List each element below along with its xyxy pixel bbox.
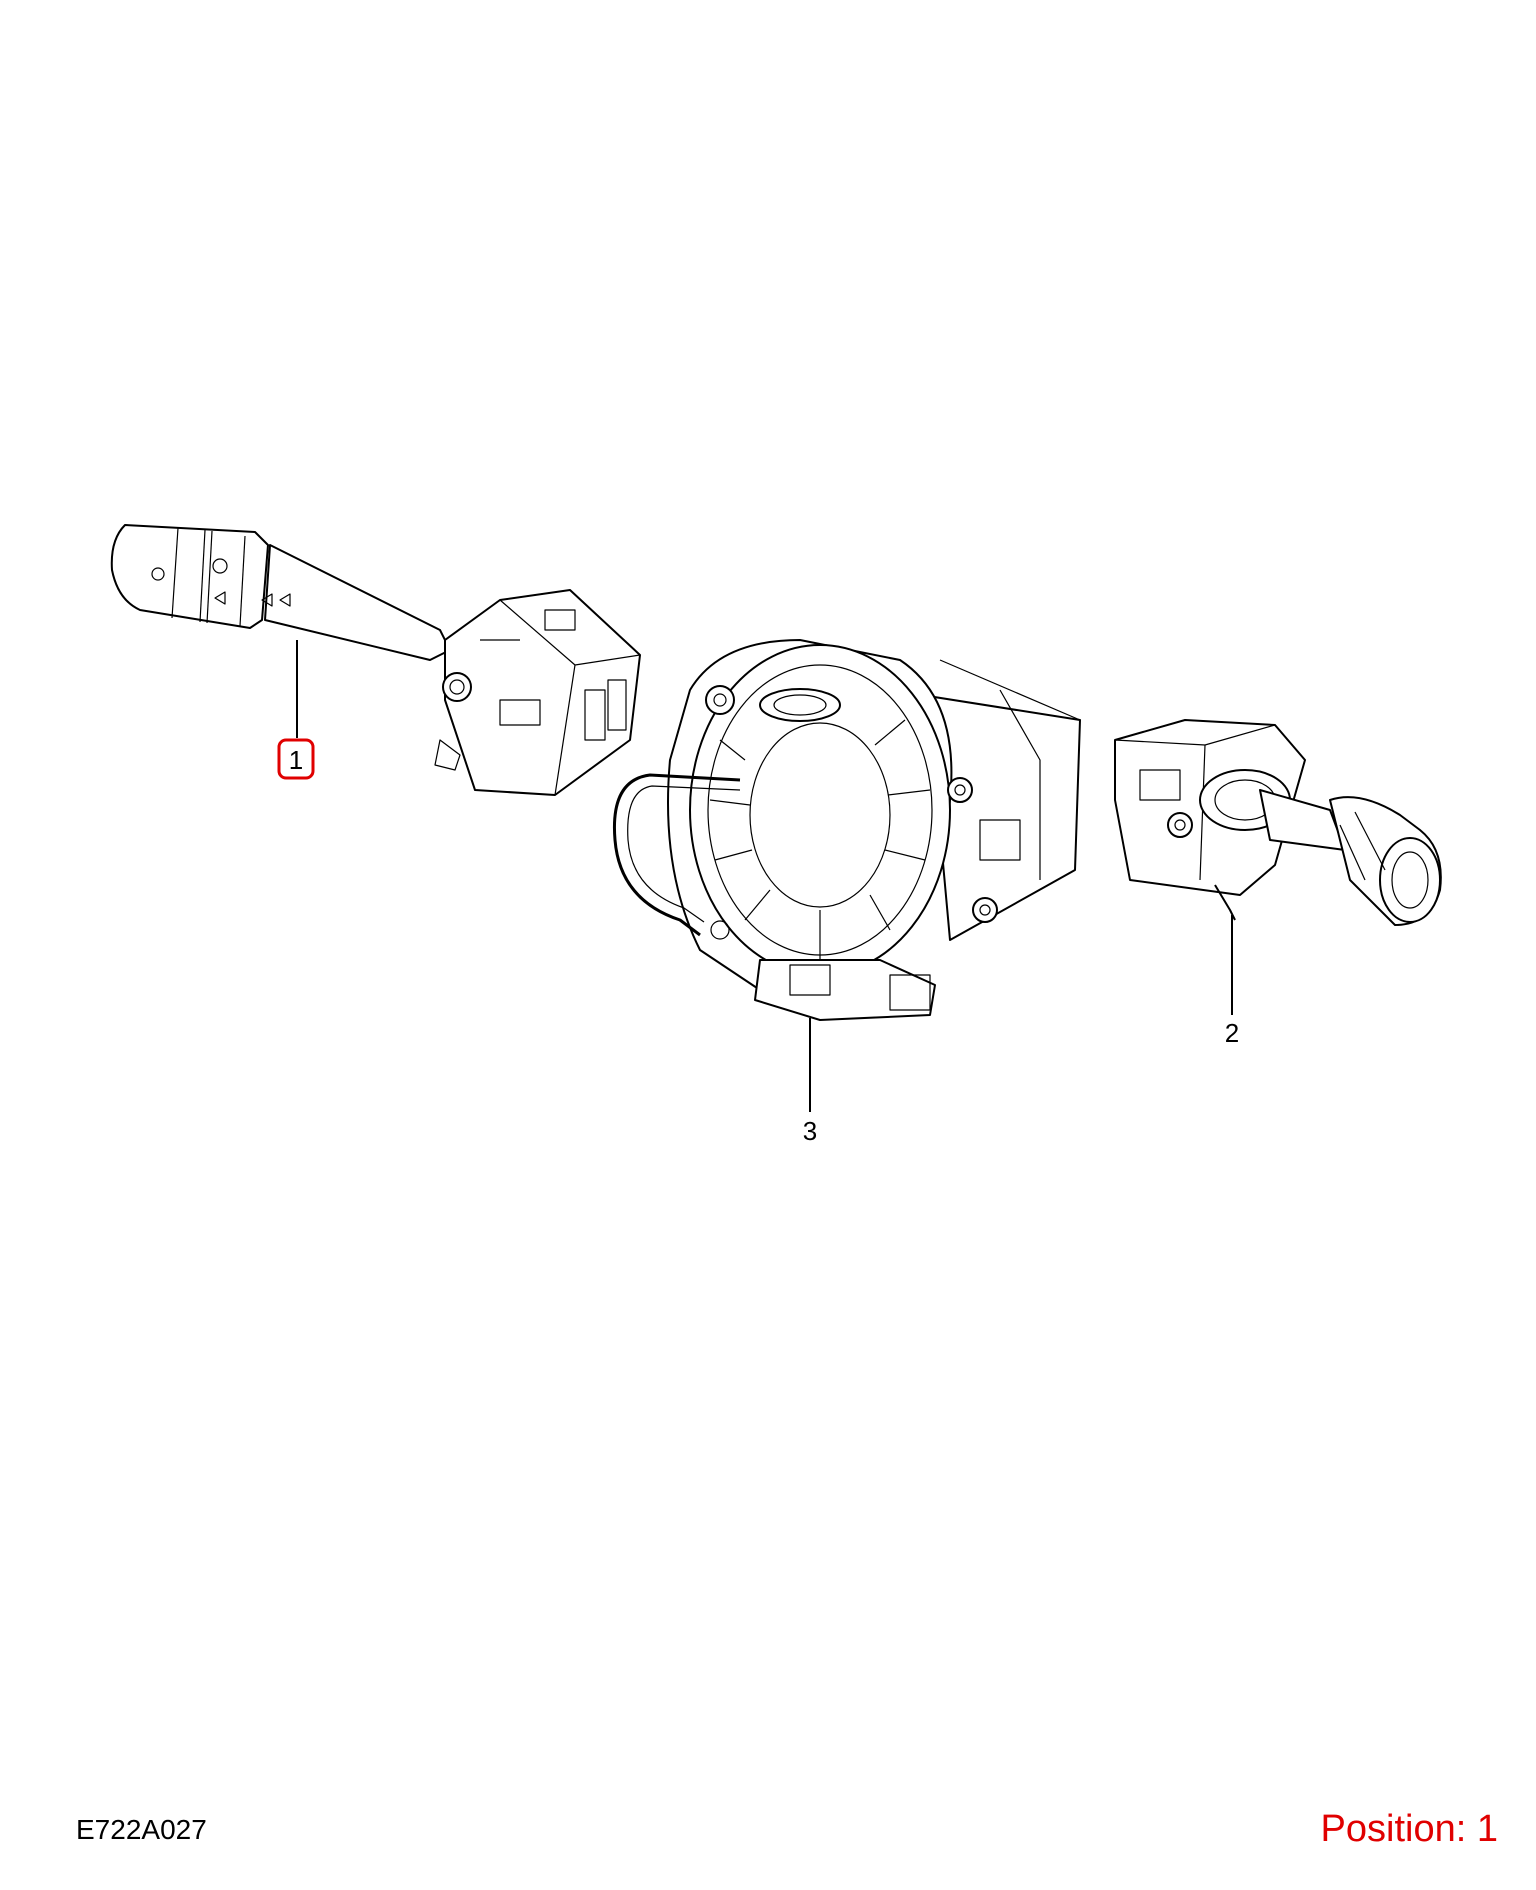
callout-label-1[interactable]: 1	[289, 745, 303, 775]
callout-1-highlight-box	[277, 738, 315, 780]
callout-label-3[interactable]: 3	[803, 1116, 817, 1146]
part-2-right-lever-switch[interactable]	[1114, 719, 1442, 926]
position-indicator: Position: 1	[1320, 1808, 1498, 1850]
part-1-left-lever-switch[interactable]	[110, 524, 641, 796]
callout-label-2[interactable]: 2	[1225, 1018, 1239, 1048]
part-3-clock-spring[interactable]	[612, 639, 1081, 1021]
figure-reference-code: E722A027	[76, 1814, 207, 1845]
